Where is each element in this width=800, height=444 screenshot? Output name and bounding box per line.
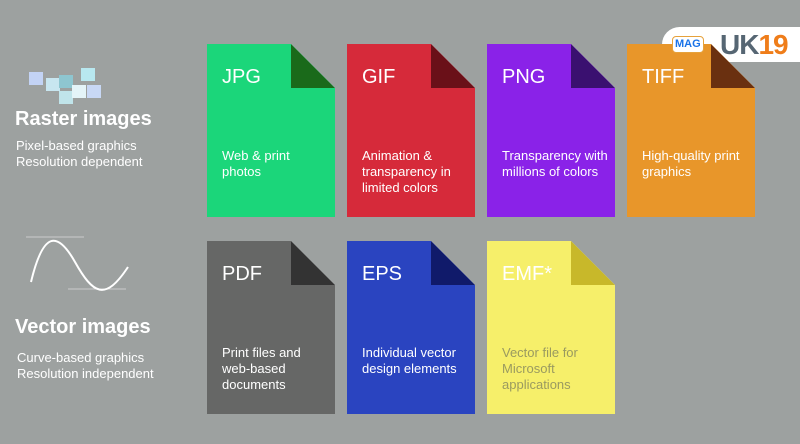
card-description: Print files and web-based documents: [222, 345, 301, 392]
folded-corner-icon: [571, 44, 615, 88]
card-title: GIF: [362, 66, 396, 88]
folded-corner-icon: [571, 241, 615, 285]
card-description: Animation & transparency in limited colo…: [362, 148, 451, 195]
file-card-gif: GIF Animation & transparency in limited c…: [347, 44, 475, 217]
card-title: EPS: [362, 263, 403, 285]
card-description: Individual vector design elements: [362, 345, 457, 376]
vector-title: Vector images: [15, 316, 151, 338]
card-description: Transparency with millions of colors: [502, 148, 608, 179]
file-card-eps: EPS Individual vector design elements: [347, 241, 475, 414]
logo-badge: MAG: [672, 36, 704, 53]
card-description: Web & print photos: [222, 148, 290, 179]
raster-line: Pixel-based graphics: [16, 138, 137, 153]
file-card-emf: EMF* Vector file for Microsoft applicatio…: [487, 241, 615, 414]
card-title: PNG: [502, 66, 546, 88]
folded-corner-icon: [291, 241, 335, 285]
file-card-pdf: PDF Print files and web-based documents: [207, 241, 335, 414]
file-card-jpg: JPG Web & print photos: [207, 44, 335, 217]
raster-line: Resolution dependent: [16, 154, 143, 169]
file-card-tiff: TIFF High-quality print graphics: [627, 44, 755, 217]
site-logo[interactable]: MAG UK19: [662, 27, 800, 62]
vector-line: Curve-based graphics: [17, 350, 145, 365]
vector-line: Resolution independent: [17, 366, 154, 381]
curve-icon: [26, 236, 129, 291]
folded-corner-icon: [431, 241, 475, 285]
card-description: High-quality print graphics: [642, 148, 740, 179]
folded-corner-icon: [431, 44, 475, 88]
card-title: EMF*: [502, 263, 552, 285]
pixel-grid-icon: [29, 68, 101, 104]
raster-title: Raster images: [15, 108, 152, 130]
card-title: PDF: [222, 263, 262, 285]
file-card-png: PNG Transparency with millions of colors: [487, 44, 615, 217]
card-title: TIFF: [642, 66, 685, 88]
folded-corner-icon: [291, 44, 335, 88]
logo-name: UK19: [720, 29, 789, 60]
card-title: JPG: [222, 66, 261, 88]
card-description: Vector file for Microsoft applications: [502, 345, 578, 392]
